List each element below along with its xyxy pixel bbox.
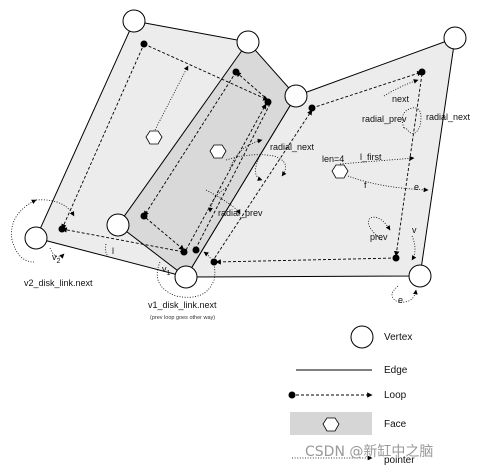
vertex-v2 — [24, 226, 48, 250]
label-len: len=4 — [322, 154, 344, 164]
legend-pointer-label: pointer — [384, 455, 415, 466]
vertex-top-left — [122, 9, 146, 33]
label-radial-prev-right: radial_prev — [362, 114, 407, 124]
vertex-top-mid — [236, 30, 260, 54]
label-prev: prev — [370, 232, 388, 242]
legend-face-hexagon — [322, 417, 340, 432]
label-v1-disk-note: (prev loop goes other way) — [150, 315, 215, 321]
legend-face-label: Face — [384, 419, 407, 430]
label-l-first: l_first — [360, 152, 382, 162]
vertices — [24, 9, 467, 289]
legend: Vertex Edge Loop Face pointer — [288, 325, 415, 466]
label-v1: v1 — [162, 264, 171, 277]
label-v2: v2 — [52, 252, 61, 265]
label-v2-disk: v2_disk_link.next — [24, 278, 93, 288]
label-f: f — [364, 180, 367, 190]
vertex-mid — [284, 84, 308, 108]
label-v-right: v — [412, 225, 417, 235]
vertex-top-right — [443, 26, 467, 50]
label-e-bottom: e — [398, 295, 403, 305]
label-radial-next-mid: radial_next — [270, 142, 315, 152]
label-l: l — [112, 246, 114, 256]
vertex-v1 — [174, 265, 198, 289]
label-next: next — [392, 94, 410, 104]
legend-vertex-icon — [350, 325, 374, 349]
middle-face-loops — [143, 71, 269, 251]
face-hexagon-middle — [209, 144, 227, 159]
label-e-right: e — [414, 182, 419, 192]
face-hexagon-left — [145, 130, 163, 145]
legend-edge-label: Edge — [384, 365, 408, 376]
vertex-left-mid — [106, 213, 130, 237]
label-radial-prev-mid: radial_prev — [218, 208, 263, 218]
watermark: CSDN @新缸中之脑 — [305, 443, 433, 460]
label-v1-disk: v1_disk_link.next — [148, 300, 217, 310]
vertex-bottom-right — [408, 264, 432, 288]
loop-dots — [58, 40, 426, 266]
right-face-loops — [211, 70, 423, 265]
legend-vertex-label: Vertex — [384, 332, 412, 343]
legend-loop-dot — [288, 391, 296, 399]
face-hexagon-right — [331, 164, 349, 179]
pointer-arrows — [11, 65, 429, 303]
legend-loop-label: Loop — [384, 390, 407, 401]
label-radial-next-right: radial_next — [426, 112, 471, 122]
left-face-loops — [61, 43, 271, 253]
